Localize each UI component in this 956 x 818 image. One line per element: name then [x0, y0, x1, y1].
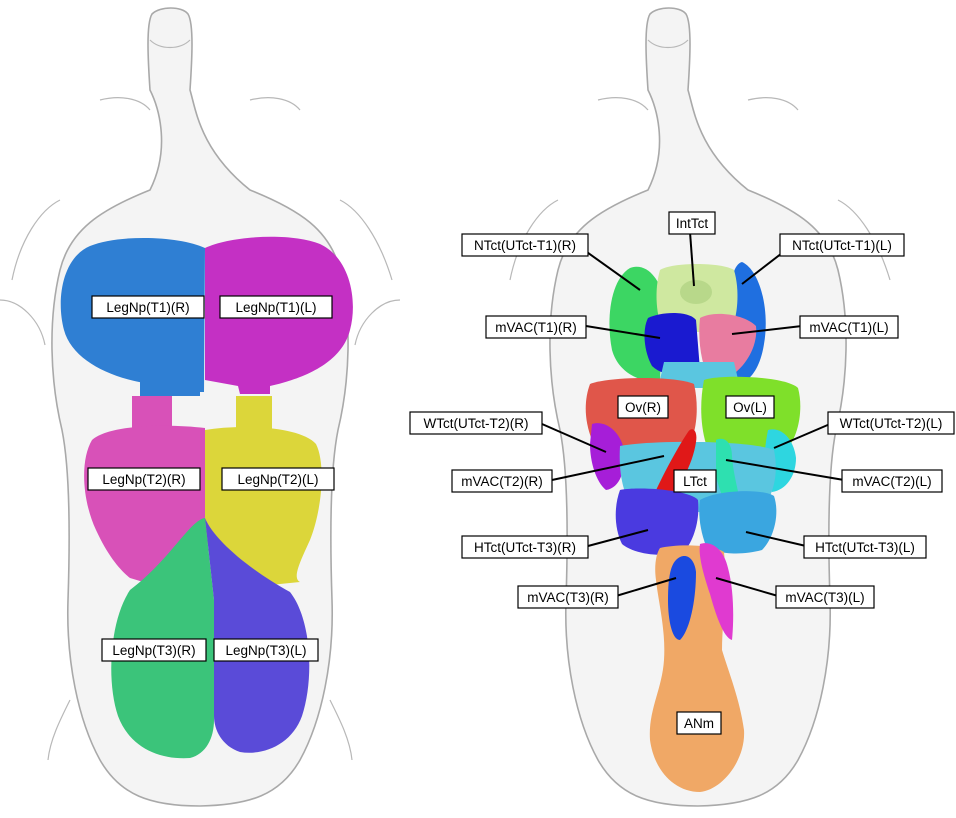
region-legnp-t1-r-stem — [140, 382, 200, 396]
svg-text:NTct(UTct-T1)(L): NTct(UTct-T1)(L) — [792, 238, 892, 253]
svg-text:LegNp(T3)(R): LegNp(T3)(R) — [112, 643, 195, 658]
label-wtct-r: WTct(UTct-T2)(R) — [410, 412, 542, 434]
label-anm: ANm — [677, 712, 721, 734]
label-mvac-t3-r: mVAC(T3)(R) — [518, 586, 618, 608]
label-ntct-r: NTct(UTct-T1)(R) — [462, 234, 588, 256]
left-panel: LegNp(T1)(R) LegNp(T1)(L) LegNp(T2)(R) L… — [0, 8, 400, 806]
label-mvac-t1-r: mVAC(T1)(R) — [486, 316, 586, 338]
svg-text:HTct(UTct-T3)(R): HTct(UTct-T3)(R) — [474, 540, 576, 555]
svg-text:Ov(R): Ov(R) — [625, 400, 661, 415]
svg-text:mVAC(T3)(R): mVAC(T3)(R) — [527, 590, 609, 605]
region-htct-r — [616, 488, 699, 554]
svg-text:LegNp(T2)(R): LegNp(T2)(R) — [102, 472, 185, 487]
label-legnp-t3-l: LegNp(T3)(L) — [214, 639, 318, 661]
svg-text:IntTct: IntTct — [676, 216, 709, 231]
svg-text:LTct: LTct — [683, 474, 707, 489]
label-ov-r: Ov(R) — [618, 396, 668, 418]
label-ov-l: Ov(L) — [726, 396, 774, 418]
svg-text:HTct(UTct-T3)(L): HTct(UTct-T3)(L) — [815, 540, 915, 555]
svg-text:Ov(L): Ov(L) — [733, 400, 767, 415]
svg-text:mVAC(T2)(R): mVAC(T2)(R) — [461, 474, 543, 489]
label-inttct: IntTct — [669, 212, 715, 234]
svg-text:LegNp(T1)(L): LegNp(T1)(L) — [235, 300, 316, 315]
label-mvac-t1-l: mVAC(T1)(L) — [800, 316, 898, 338]
label-htct-l: HTct(UTct-T3)(L) — [804, 536, 926, 558]
stalk-t2-l — [236, 396, 272, 430]
label-legnp-t2-r: LegNp(T2)(R) — [88, 468, 200, 490]
label-ntct-l: NTct(UTct-T1)(L) — [780, 234, 904, 256]
label-legnp-t2-l: LegNp(T2)(L) — [222, 468, 334, 490]
svg-text:WTct(UTct-T2)(L): WTct(UTct-T2)(L) — [840, 416, 943, 431]
svg-text:mVAC(T1)(R): mVAC(T1)(R) — [495, 320, 577, 335]
svg-text:NTct(UTct-T1)(R): NTct(UTct-T1)(R) — [474, 238, 576, 253]
svg-text:mVAC(T1)(L): mVAC(T1)(L) — [809, 320, 888, 335]
label-mvac-t2-r: mVAC(T2)(R) — [452, 470, 552, 492]
svg-text:mVAC(T3)(L): mVAC(T3)(L) — [785, 590, 864, 605]
label-ltct: LTct — [674, 470, 716, 492]
right-panel: IntTct NTct(UTct-T1)(R) NTct(UTct-T1)(L)… — [410, 8, 954, 806]
label-mvac-t2-l: mVAC(T2)(L) — [842, 470, 942, 492]
svg-text:LegNp(T3)(L): LegNp(T3)(L) — [225, 643, 306, 658]
svg-text:LegNp(T2)(L): LegNp(T2)(L) — [237, 472, 318, 487]
svg-text:WTct(UTct-T2)(R): WTct(UTct-T2)(R) — [424, 416, 529, 431]
svg-text:mVAC(T2)(L): mVAC(T2)(L) — [852, 474, 931, 489]
label-mvac-t3-l: mVAC(T3)(L) — [776, 586, 874, 608]
svg-text:LegNp(T1)(R): LegNp(T1)(R) — [106, 300, 189, 315]
label-wtct-l: WTct(UTct-T2)(L) — [828, 412, 954, 434]
stalk-t2-r — [132, 396, 172, 430]
label-htct-r: HTct(UTct-T3)(R) — [462, 536, 588, 558]
label-legnp-t1-l: LegNp(T1)(L) — [220, 296, 332, 318]
label-legnp-t1-r: LegNp(T1)(R) — [92, 296, 204, 318]
svg-text:ANm: ANm — [684, 716, 714, 731]
inttct-center — [680, 280, 712, 304]
label-legnp-t3-r: LegNp(T3)(R) — [102, 639, 206, 661]
